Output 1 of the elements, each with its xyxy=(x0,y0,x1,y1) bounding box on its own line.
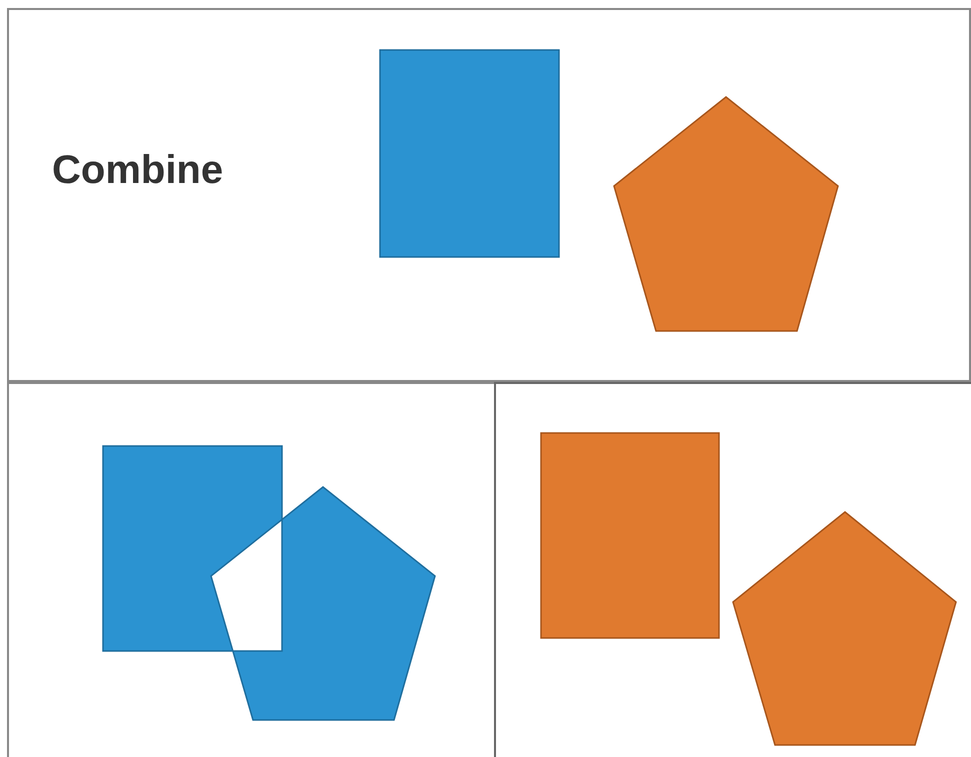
title: Combine xyxy=(52,148,224,193)
